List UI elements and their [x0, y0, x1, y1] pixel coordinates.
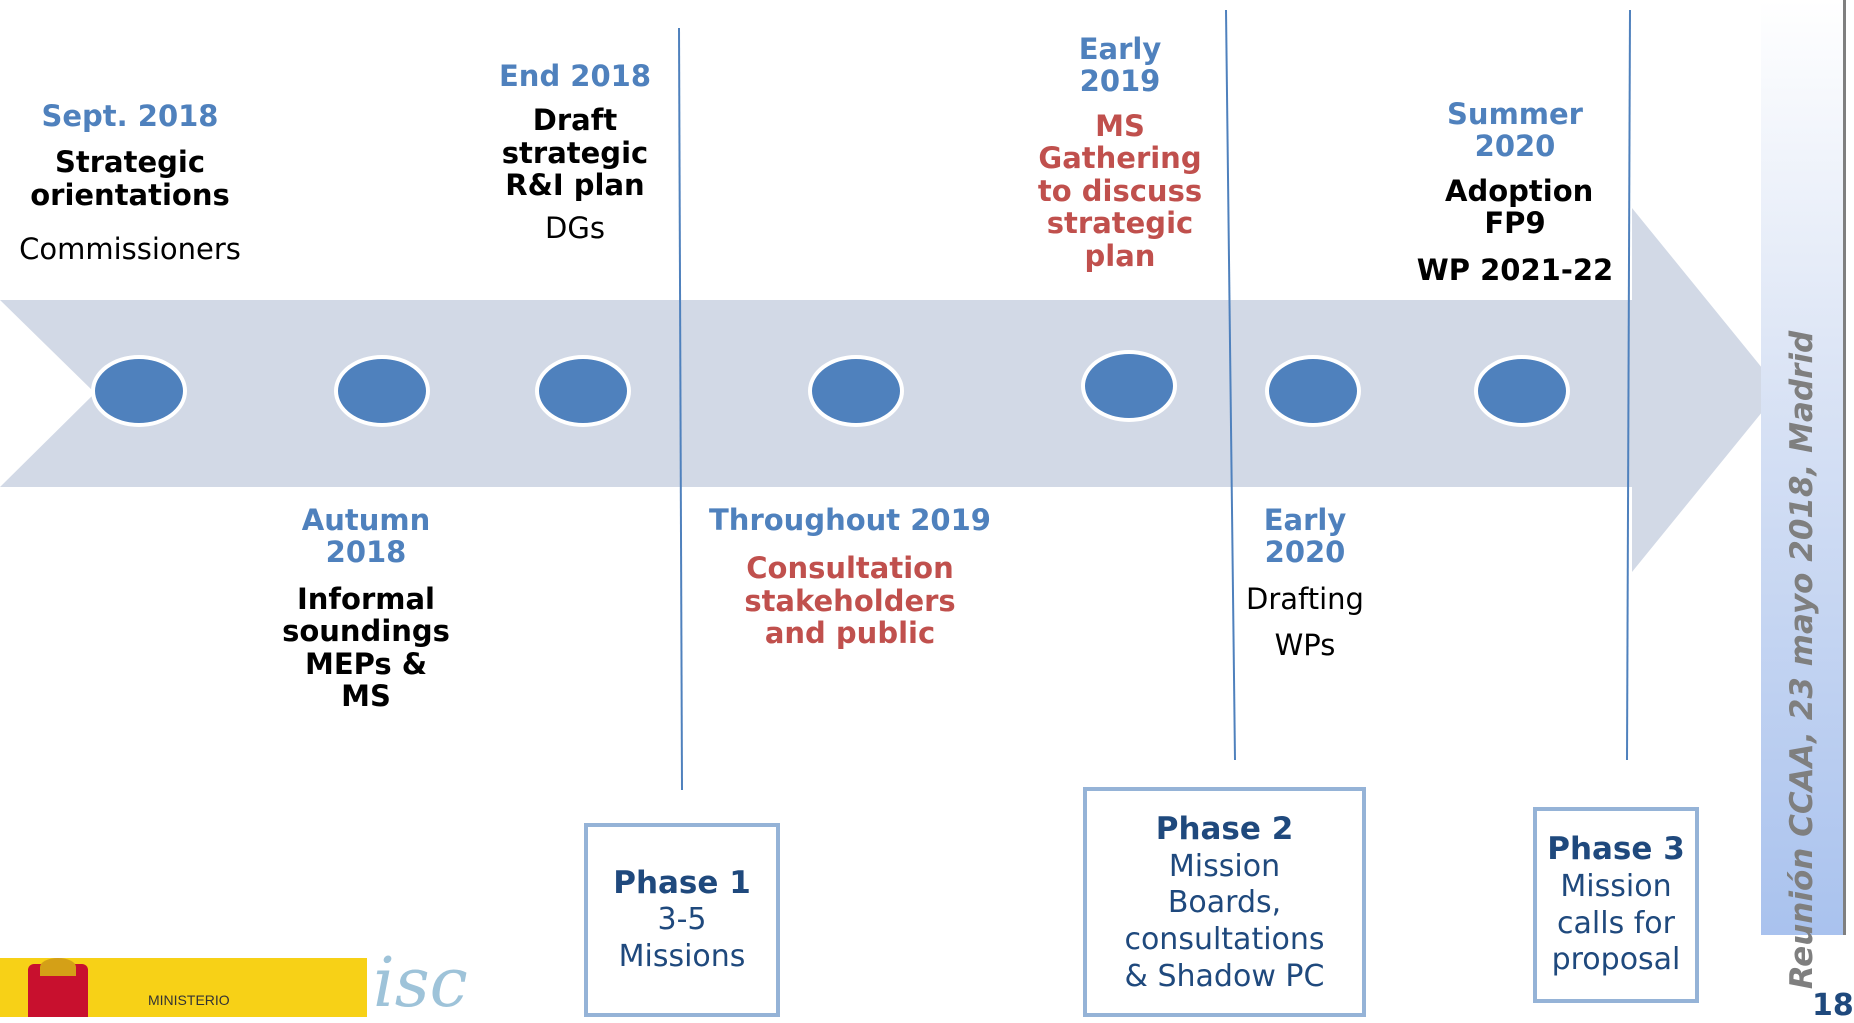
milestone-dot: [91, 355, 187, 427]
milestone-title: MS Gathering to discuss strategic plan: [1037, 108, 1203, 273]
milestone-date-line1: Summer: [1447, 97, 1583, 131]
milestone-sept-2018: Sept. 2018 Strategic orientations Commis…: [0, 100, 260, 266]
milestone-title: Adoption FP9: [1445, 173, 1594, 241]
milestone-date-line1: Early: [1078, 32, 1162, 66]
phase-1-box: Phase 1 3-5 Missions: [584, 823, 780, 1017]
milestone-dot: [334, 355, 430, 427]
milestone-end-2018: End 2018 Draft strategic R&I plan DGs: [475, 59, 675, 245]
milestone-title: Draft strategic R&I plan: [501, 103, 649, 203]
phase-3-box: Phase 3 Mission calls for proposal: [1533, 807, 1699, 1003]
milestone-title: Strategic orientations: [30, 145, 230, 212]
milestone-early-2019: Early 2019 MS Gathering to discuss strat…: [1025, 32, 1215, 273]
milestone-date: End 2018: [498, 59, 652, 93]
milestone-date-line2: 2020: [1474, 129, 1556, 164]
phase-divider-2: [1225, 9, 1236, 761]
milestone-date-line2: 2020: [1264, 535, 1346, 570]
phase-divider-3: [1626, 9, 1631, 761]
milestone-date-line1: Early: [1263, 503, 1347, 537]
milestone-date-line1: Autumn: [301, 503, 431, 537]
milestone-title: Informal soundings MEPs & MS: [282, 581, 450, 714]
milestone-dot: [535, 355, 631, 427]
phase-line: Boards,: [1167, 885, 1282, 921]
milestone-autumn-2018: Autumn 2018 Informal soundings MEPs & MS: [266, 504, 466, 713]
phase-line: Mission: [1168, 848, 1281, 884]
ministry-logo: MINISTERIO: [0, 958, 367, 1017]
crown-icon: [40, 958, 76, 976]
phase-line: calls for: [1557, 905, 1675, 941]
phase-2-box: Phase 2 Mission Boards, consultations & …: [1083, 787, 1366, 1017]
phase-title: Phase 3: [1547, 831, 1685, 868]
phase-line: 3-5: [657, 902, 707, 938]
milestone-summer-2020: Summer 2020 Adoption FP9 WP 2021-22: [1405, 97, 1625, 287]
ministry-label: MINISTERIO: [148, 992, 230, 1008]
phase-divider-1: [678, 27, 683, 791]
phase-line: Mission: [1560, 869, 1672, 905]
isc-logo: isc: [373, 944, 468, 1023]
phase-title: Phase 1: [613, 864, 751, 901]
milestone-sub2: WPs: [1274, 628, 1336, 663]
phase-line: consultations: [1124, 922, 1325, 957]
milestone-throughout-2019: Throughout 2019 Consultation stakeholder…: [700, 504, 1000, 650]
milestone-sub: Commissioners: [19, 232, 241, 267]
meeting-caption: Reunión CCAA, 23 mayo 2018, Madrid: [1784, 330, 1820, 990]
phase-title: Phase 2: [1155, 811, 1294, 847]
milestone-date-line2: 2018: [325, 535, 407, 570]
milestone-sub: WP 2021-22: [1416, 252, 1614, 287]
milestone-early-2020: Early 2020 Drafting WPs: [1240, 504, 1370, 662]
milestone-sub: DGs: [545, 210, 605, 245]
phase-line: proposal: [1551, 942, 1681, 978]
phase-line: & Shadow PC: [1124, 958, 1325, 994]
phase-line: Missions: [618, 938, 746, 974]
milestone-dot: [1265, 355, 1361, 427]
milestone-date: Sept. 2018: [41, 99, 219, 133]
milestone-date: Throughout 2019: [709, 503, 991, 537]
side-panel: [1761, 0, 1846, 935]
milestone-dot: [1081, 350, 1177, 422]
milestone-sub1: Drafting: [1246, 581, 1364, 616]
milestone-title: Consultation stakeholders and public: [744, 551, 956, 651]
milestone-date-line2: 2019: [1079, 64, 1161, 99]
milestone-dot: [808, 355, 904, 427]
page-number: 18: [1812, 988, 1854, 1023]
milestone-dot: [1474, 355, 1570, 427]
